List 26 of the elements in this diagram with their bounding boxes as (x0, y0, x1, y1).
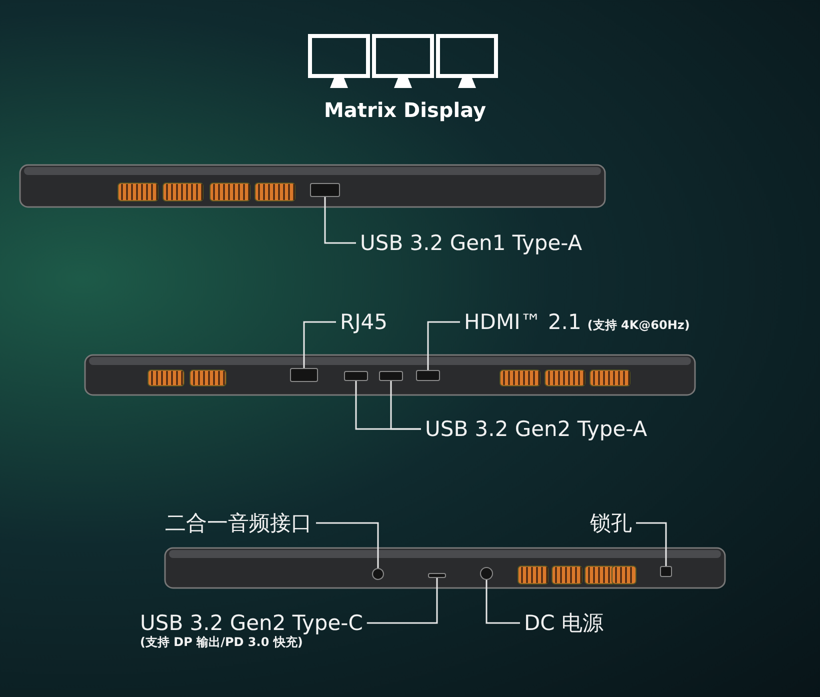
port-label: HDMI™ 2.1 (464, 309, 582, 335)
port-label: USB 3.2 Gen2 Type-A (425, 416, 648, 442)
port-opening (428, 573, 446, 578)
port-label: 二合一音频接口 (165, 510, 312, 536)
leader-line (324, 197, 356, 244)
leader-line (636, 522, 667, 566)
leader-line (427, 321, 460, 370)
port-note: (支持 4K@60Hz) (587, 317, 690, 334)
port-opening (379, 371, 403, 381)
port-label: RJ45 (340, 309, 388, 335)
port-opening (344, 371, 368, 381)
leader-line (303, 321, 336, 368)
port-label: 锁孔 (590, 510, 632, 536)
port-label: USB 3.2 Gen2 Type-C (140, 610, 363, 636)
port-note: (支持 DP 输出/PD 3.0 快充) (140, 634, 304, 651)
port-label: DC 电源 (524, 610, 604, 636)
leader-line (316, 522, 379, 568)
port-opening (416, 370, 440, 381)
port-opening (290, 368, 318, 382)
port-label: USB 3.2 Gen1 Type-A (360, 230, 582, 256)
leader-line (366, 578, 438, 624)
leader-line (390, 381, 421, 430)
leader-line (486, 580, 520, 624)
title: Matrix Display (323, 98, 487, 122)
port-opening (310, 183, 340, 197)
port-opening (660, 566, 672, 577)
